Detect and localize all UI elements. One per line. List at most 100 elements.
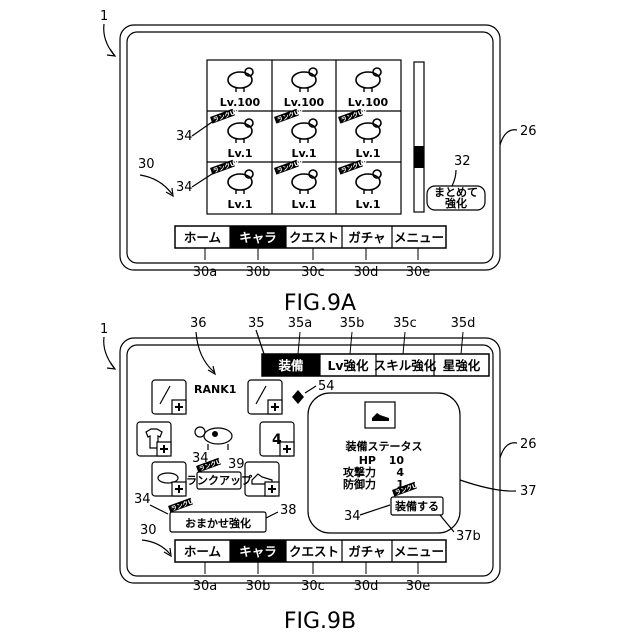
char-ref-1: 34 [176, 129, 193, 144]
menu-ref-3: 30d [354, 265, 379, 280]
screen-ref-b: 26 [520, 437, 537, 452]
menu-item-4[interactable]: メニュー [394, 544, 444, 559]
fig-9b: 1 装備35aLv強化35bスキル強化35c星強化35d 35 36 RANK1… [100, 316, 537, 634]
plus-icon [157, 442, 171, 456]
equip-slot-shirt[interactable] [137, 422, 171, 456]
cat-icon [292, 119, 317, 143]
auto-enhance-label: おまかせ強化 [185, 516, 251, 530]
character-cell[interactable]: Lv.1ランクUP [338, 158, 381, 211]
diamond-icon [292, 390, 304, 404]
menu-item-0[interactable]: ホーム [184, 230, 222, 245]
plus-icon [280, 442, 294, 456]
cow-icon [195, 427, 232, 450]
menu-item-1[interactable]: キャラ [239, 230, 277, 245]
menu-ref-0: 30a [193, 579, 218, 594]
auto-ref: 38 [280, 503, 297, 518]
level-label: Lv.1 [355, 147, 380, 160]
cow-icon [356, 170, 381, 194]
character-cell[interactable]: Lv.100 [220, 68, 261, 109]
stat-label: 攻撃力 [343, 465, 376, 479]
menu-ref-2: 30c [301, 579, 325, 594]
tab-ref-0: 35a [288, 316, 313, 331]
equip-slot-sword-1[interactable] [152, 380, 186, 414]
butterfly-icon [228, 170, 253, 194]
menu-ref-4: 30e [406, 265, 431, 280]
menu-ref-3: 30d [354, 579, 379, 594]
level-label: Lv.1 [227, 198, 252, 211]
level-label: Lv.100 [220, 96, 261, 109]
svg-text:ランクUP: ランクUP [212, 158, 241, 175]
level-label: Lv.1 [291, 147, 316, 160]
svg-text:ランクUP: ランクUP [276, 107, 305, 124]
menu-ref-4: 30e [406, 579, 431, 594]
equip-slot-sword-2[interactable] [248, 380, 282, 414]
tab-2[interactable]: スキル強化 [374, 358, 437, 373]
menu-item-0[interactable]: ホーム [184, 544, 222, 559]
character-cell[interactable]: Lv.1 ランクUP [338, 107, 381, 160]
svg-text:ランクUP: ランクUP [276, 158, 305, 175]
panel-ref: 37 [520, 484, 537, 499]
character-cell[interactable]: Lv.1 ランクUP [210, 158, 253, 211]
tab-ref-2: 35c [393, 316, 417, 331]
tab-0[interactable]: 装備 [277, 358, 304, 373]
svg-text:ランクUP: ランクUP [170, 496, 199, 513]
area-ref: 36 [190, 316, 207, 331]
equip-slot-accessory[interactable]: 4 [260, 422, 294, 456]
equip-button-label: 装備する [394, 499, 439, 513]
plus-icon [172, 400, 186, 414]
blob-monster-icon [292, 68, 317, 92]
menu-ref-1: 30b [246, 579, 271, 594]
rankup-tag: ランクUP [210, 107, 241, 125]
fig-9b-caption: FIG.9B [284, 609, 356, 634]
menu-item-1[interactable]: キャラ [239, 544, 277, 559]
menu-ref-0: 30a [193, 265, 218, 280]
level-label: Lv.100 [284, 96, 325, 109]
menu-item-4[interactable]: メニュー [394, 230, 444, 245]
equip-ref: 37b [456, 529, 481, 544]
rooster-icon [356, 68, 381, 92]
menu-ref-b: 30 [140, 523, 157, 538]
rankup-tag: ランクUP [274, 158, 305, 176]
level-label: Lv.1 [227, 147, 252, 160]
char-ref-2: 34 [176, 180, 193, 195]
ref34-a: 34 [192, 451, 209, 466]
plus-icon [265, 482, 279, 496]
panel-title: 装備ステータス [345, 439, 423, 453]
menu-item-3[interactable]: ガチャ [348, 544, 385, 559]
menu-item-3[interactable]: ガチャ [348, 230, 385, 245]
equip-slot-hat[interactable] [152, 462, 186, 496]
tabbar-ref: 35 [248, 316, 265, 331]
menu-ref: 30 [138, 157, 155, 172]
ref34-c: 34 [344, 509, 361, 524]
bulk-label-2: 強化 [445, 196, 467, 210]
character-cell[interactable]: Lv.1 ランクUP [210, 107, 253, 160]
spider-icon [356, 119, 381, 143]
menu-item-2[interactable]: クエスト [289, 230, 339, 245]
plus-icon [172, 482, 186, 496]
svg-text:ランクUP: ランクUP [340, 158, 369, 175]
ref34-b: 34 [134, 492, 151, 507]
character-cell[interactable]: Lv.100 [348, 68, 389, 109]
menu-item-2[interactable]: クエスト [289, 544, 339, 559]
auto-tag: ランクUP [168, 496, 199, 514]
scrollbar-thumb[interactable] [414, 146, 424, 168]
screen-ref: 26 [520, 124, 537, 139]
tab-3[interactable]: 星強化 [443, 358, 481, 373]
tab-1[interactable]: Lv強化 [327, 358, 369, 373]
scrollbar[interactable] [414, 62, 424, 212]
svg-text:ランクUP: ランクUP [340, 107, 369, 124]
device-ref-b: 1 [100, 322, 108, 337]
fig-9a-caption: FIG.9A [284, 291, 356, 316]
plus-icon [268, 400, 282, 414]
character-cell[interactable]: Lv.1 ランクUP [274, 107, 317, 160]
menu-ref-1: 30b [246, 265, 271, 280]
character-cell[interactable]: Lv.1ランクUP [274, 158, 317, 211]
character-cell[interactable]: Lv.100 [284, 68, 325, 109]
rankup-label: ランクアップ [186, 473, 253, 487]
menu-ref-2: 30c [301, 265, 325, 280]
fig-9a: 1 Lv.100Lv.100Lv.100Lv.1ランクUPLv.1ランクUPLv… [100, 9, 537, 316]
tab-ref-3: 35d [451, 316, 476, 331]
stat-label: 防御力 [343, 477, 376, 491]
rank-label: RANK1 [194, 383, 236, 396]
